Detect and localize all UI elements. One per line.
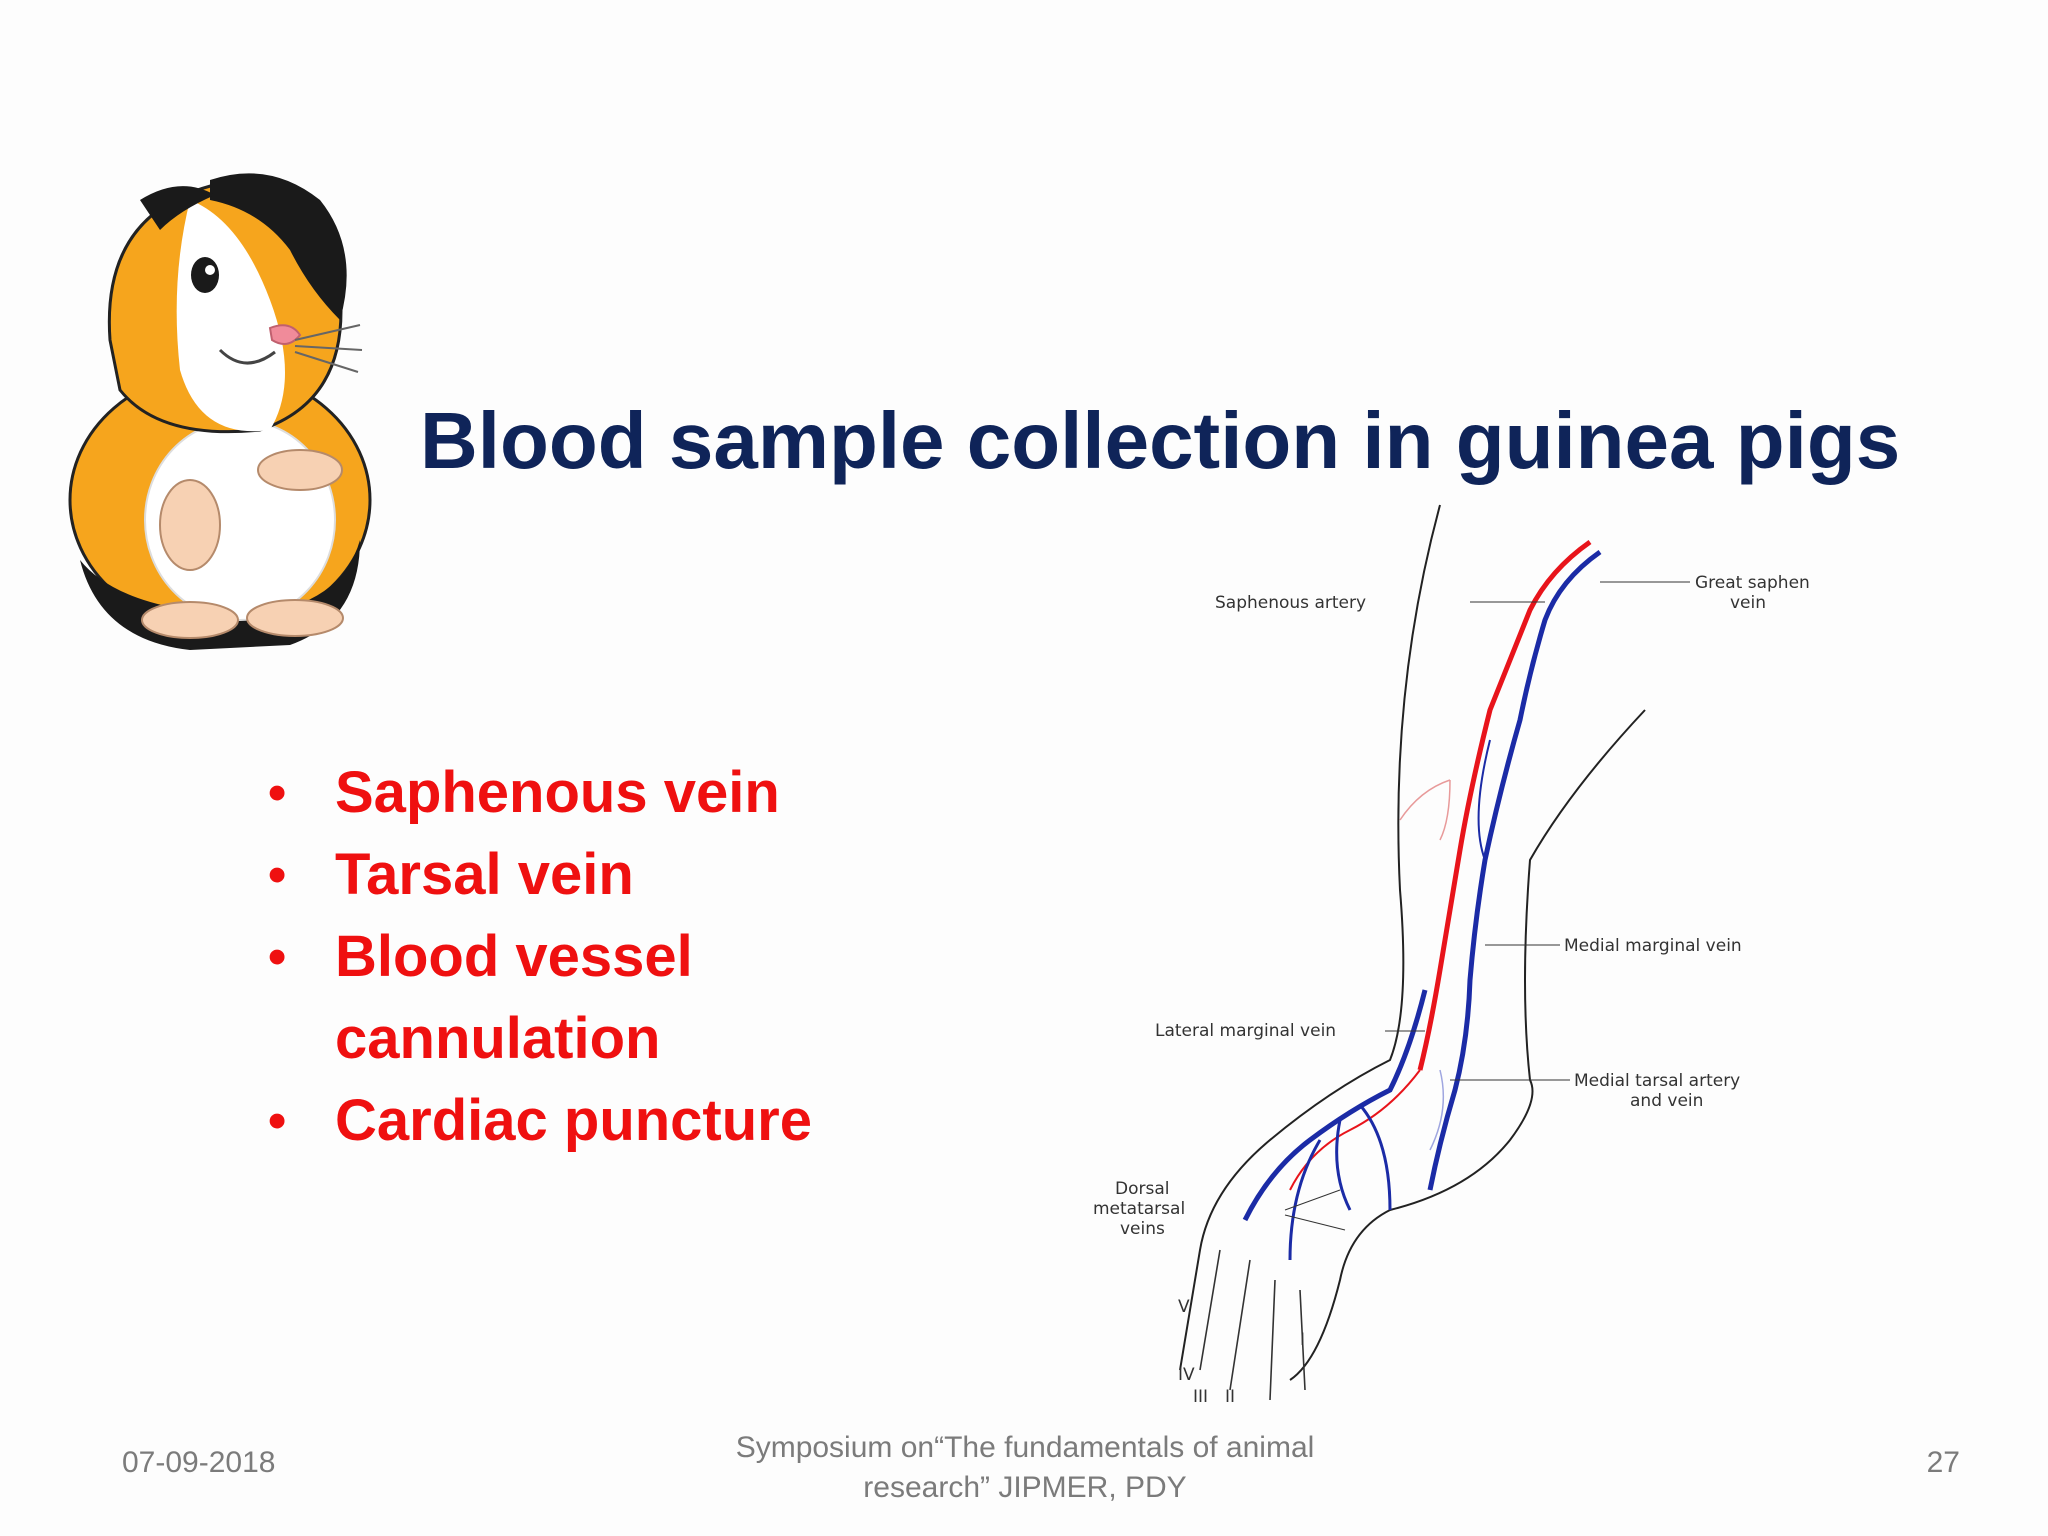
label-dorsal-1: Dorsal xyxy=(1115,1179,1169,1199)
bullet-item: Blood vessel cannulation xyxy=(268,916,888,1080)
label-medial-marginal-vein: Medial marginal vein xyxy=(1564,936,1742,956)
footer-date: 07-09-2018 xyxy=(122,1446,276,1479)
saphenous-artery-vessel xyxy=(1417,539,1592,1071)
footer-event: Symposium on“The fundamentals of animal … xyxy=(680,1428,1370,1508)
label-digit-iii: III xyxy=(1193,1387,1208,1407)
label-dorsal-3: veins xyxy=(1120,1219,1165,1239)
hind-leg-vein-diagram: Saphenous artery Great saphenous vein Me… xyxy=(1093,504,1810,1407)
label-saphenous-artery: Saphenous artery xyxy=(1215,593,1366,613)
footer-event-line2: research” JIPMER, PDY xyxy=(863,1471,1187,1504)
label-medial-tarsal-1: Medial tarsal artery xyxy=(1574,1071,1740,1091)
label-great-saphenous-1: Great saphenous xyxy=(1695,573,1810,593)
label-dorsal-2: metatarsal xyxy=(1093,1199,1185,1219)
guinea-pig-illustration xyxy=(68,173,372,650)
label-medial-tarsal-2: and vein xyxy=(1630,1091,1703,1111)
label-digit-v: V xyxy=(1178,1297,1190,1317)
page-number: 27 xyxy=(1926,1446,1960,1479)
bullet-item: Tarsal vein xyxy=(268,834,888,916)
leg-outline xyxy=(1179,504,1441,1371)
label-digit-ii: II xyxy=(1225,1387,1235,1407)
bullet-item: Saphenous vein xyxy=(268,752,888,834)
footer-event-line1: Symposium on“The fundamentals of animal xyxy=(735,1431,1315,1464)
label-great-saphenous-2: vein xyxy=(1730,593,1766,613)
label-digit-iv: IV xyxy=(1178,1365,1195,1385)
lateral-marginal-vein-vessel xyxy=(1242,989,1428,1222)
label-lateral-marginal-vein: Lateral marginal vein xyxy=(1155,1021,1336,1041)
slide-title: Blood sample collection in guinea pigs xyxy=(420,396,1901,485)
label-digit-i: I xyxy=(1300,1330,1305,1350)
bullet-list: Saphenous vein Tarsal vein Blood vessel … xyxy=(268,752,888,1162)
bullet-item: Cardiac puncture xyxy=(268,1080,888,1162)
